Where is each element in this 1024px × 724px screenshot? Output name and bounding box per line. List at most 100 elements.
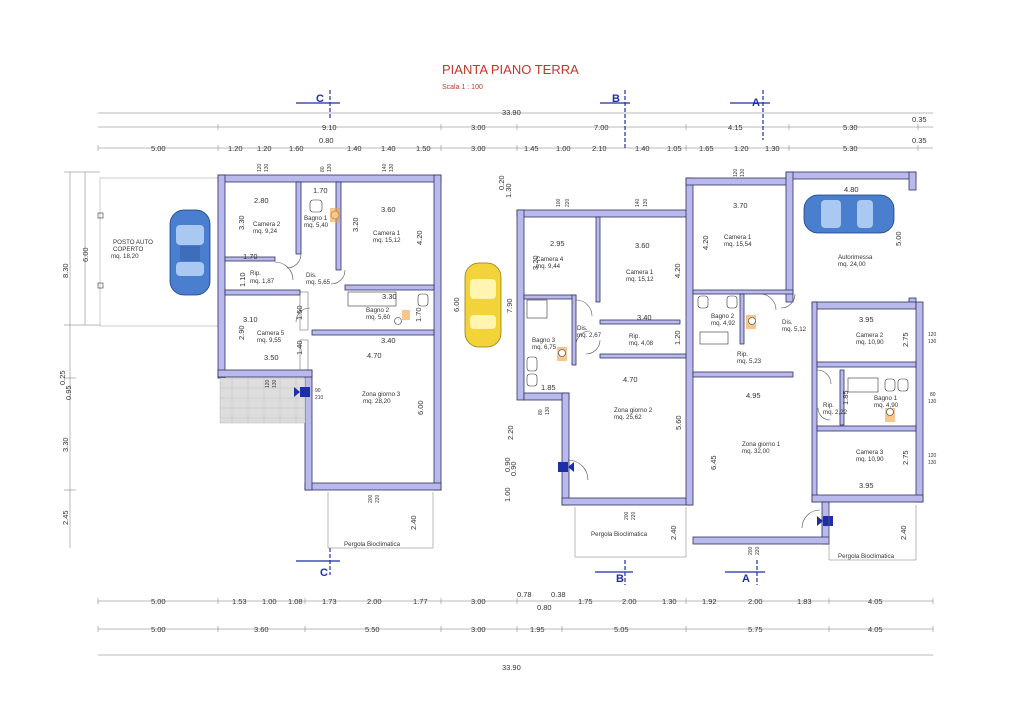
- unit-c-opening: 130: [272, 379, 278, 388]
- unit-a-dim: 1.85: [841, 390, 850, 405]
- unit-c-opening: 220: [375, 494, 381, 503]
- mid-dim: 7.90: [505, 298, 514, 313]
- unit-a-dim: 2.75: [901, 450, 910, 465]
- room-name: Camera 4: [536, 256, 564, 263]
- unit-c-entrance-icon: [294, 387, 310, 397]
- unit-a-opening: 130: [928, 399, 937, 405]
- top-dim: 1.40: [381, 144, 396, 153]
- unit-c-dim: 2.80: [254, 196, 269, 205]
- bottom-dim: 1.30: [662, 597, 677, 606]
- mid-dim: 1.00: [503, 487, 512, 502]
- bottom-dim: 0.80: [537, 603, 552, 612]
- unit-c-dim: 2.90: [237, 325, 246, 340]
- parking-label: POSTO AUTO: [113, 239, 153, 246]
- unit-c-dim: 4.20: [415, 230, 424, 245]
- unit-b-dim: 3.60: [635, 241, 650, 250]
- room-area: mq. 32,00: [742, 448, 770, 455]
- car-yellow-icon: [464, 262, 502, 348]
- room-area: mq. 4,08: [629, 340, 654, 347]
- bottom-dim: 1.95: [530, 625, 545, 634]
- bottom-dim: 1.08: [288, 597, 303, 606]
- room-area: mq. 5,12: [782, 326, 807, 333]
- bottom-dim: 1.77: [413, 597, 428, 606]
- parking-area: mq. 18,20: [111, 253, 139, 260]
- bottom-dim: 3.60: [254, 625, 269, 634]
- plan-scale: Scala 1 : 100: [442, 84, 483, 91]
- left-dim: 3.30: [61, 437, 70, 452]
- unit-c-walls: [217, 174, 442, 491]
- room-name: Camera 1: [626, 269, 654, 276]
- bottom-dim-total: 33.90: [502, 663, 521, 672]
- bottom-dimension-lines: [97, 598, 934, 656]
- mid-dim: 2.20: [506, 425, 515, 440]
- mid-dim: 1.30: [504, 183, 513, 198]
- unit-b-dim: 4.20: [673, 263, 682, 278]
- unit-c-opening: 120: [257, 163, 263, 172]
- top-dim: 1.05: [667, 144, 682, 153]
- section-label-a: A: [752, 97, 760, 109]
- room-name: Bagno 2: [711, 313, 735, 320]
- room-area: mq. 15,54: [724, 241, 752, 248]
- room-name: Rip.: [629, 333, 640, 340]
- mid-dim: 0.20: [497, 175, 506, 190]
- room-name: Rip.: [250, 270, 261, 277]
- unit-a-pergola: [828, 505, 917, 561]
- room-name: Camera 2: [856, 332, 884, 339]
- top-dim: 9.10: [322, 123, 337, 132]
- top-dim: 1.00: [556, 144, 571, 153]
- top-dim: 1.20: [257, 144, 272, 153]
- room-area: mq. 1,87: [250, 278, 275, 285]
- top-dim: 1.40: [347, 144, 362, 153]
- bottom-dim: 2.00: [622, 597, 637, 606]
- pergola-label: Pergola Bioclimatica: [591, 531, 648, 538]
- room-area: mq. 5,23: [737, 358, 762, 365]
- room-name: Zona giorno 2: [614, 407, 653, 414]
- unit-c-dim: 6.00: [416, 400, 425, 415]
- unit-c-opening: 210: [315, 395, 324, 401]
- unit-b-dim: 1.85: [541, 383, 556, 392]
- top-dim: 2.10: [592, 144, 607, 153]
- room-name: Dis.: [782, 319, 793, 326]
- top-dim: 3.00: [471, 144, 486, 153]
- room-area: mq. 15,12: [373, 237, 401, 244]
- unit-b-opening: 220: [565, 198, 571, 207]
- section-label-b: B: [612, 93, 620, 105]
- unit-c-dim: 1.10: [238, 272, 247, 287]
- unit-a-opening: 120: [928, 453, 937, 459]
- room-area: mq. 15,12: [626, 276, 654, 283]
- unit-c-fixtures: [274, 199, 429, 371]
- bottom-dim: 0.38: [551, 590, 566, 599]
- unit-a-dim: 4.20: [701, 235, 710, 250]
- unit-b-fixtures: [526, 299, 601, 387]
- top-dim: 1.50: [416, 144, 431, 153]
- bottom-dim: 3.00: [471, 597, 486, 606]
- bottom-dim: 5.05: [614, 625, 629, 634]
- unit-b-opening: 130: [545, 406, 551, 415]
- left-dim: 6.00: [81, 247, 90, 262]
- unit-a-opening: 220: [755, 546, 761, 555]
- unit-b-entrance-icon: [558, 459, 589, 481]
- room-name: Zona giorno 3: [362, 391, 401, 398]
- bottom-dim: 5.50: [365, 625, 380, 634]
- top-dim: 1.20: [228, 144, 243, 153]
- room-name: Autorimessa: [838, 254, 873, 261]
- unit-b-dim: 1.20: [673, 330, 682, 345]
- section-label-c-bottom: C: [320, 567, 328, 579]
- top-dim: 1.65: [699, 144, 714, 153]
- unit-c-pergola: [327, 492, 434, 549]
- room-area: mq. 5,60: [366, 314, 391, 321]
- unit-a-dim: 4.80: [844, 185, 859, 194]
- room-area: mq. 2,67: [577, 332, 602, 339]
- parking-label: COPERTO: [113, 246, 144, 253]
- room-area: mq. 2,22: [823, 409, 848, 416]
- room-name: Camera 1: [373, 230, 401, 237]
- unit-b-dim: 3.20: [531, 255, 540, 270]
- top-dim: 0.80: [319, 136, 334, 145]
- left-dim: 0.95: [64, 385, 73, 400]
- unit-a-dim: 2.40: [899, 525, 908, 540]
- unit-c-opening: 130: [327, 163, 333, 172]
- unit-b-pergola: [574, 507, 687, 558]
- unit-a-dim: 3.70: [733, 201, 748, 210]
- bottom-dim: 3.00: [471, 625, 486, 634]
- unit-b-walls: [516, 177, 694, 506]
